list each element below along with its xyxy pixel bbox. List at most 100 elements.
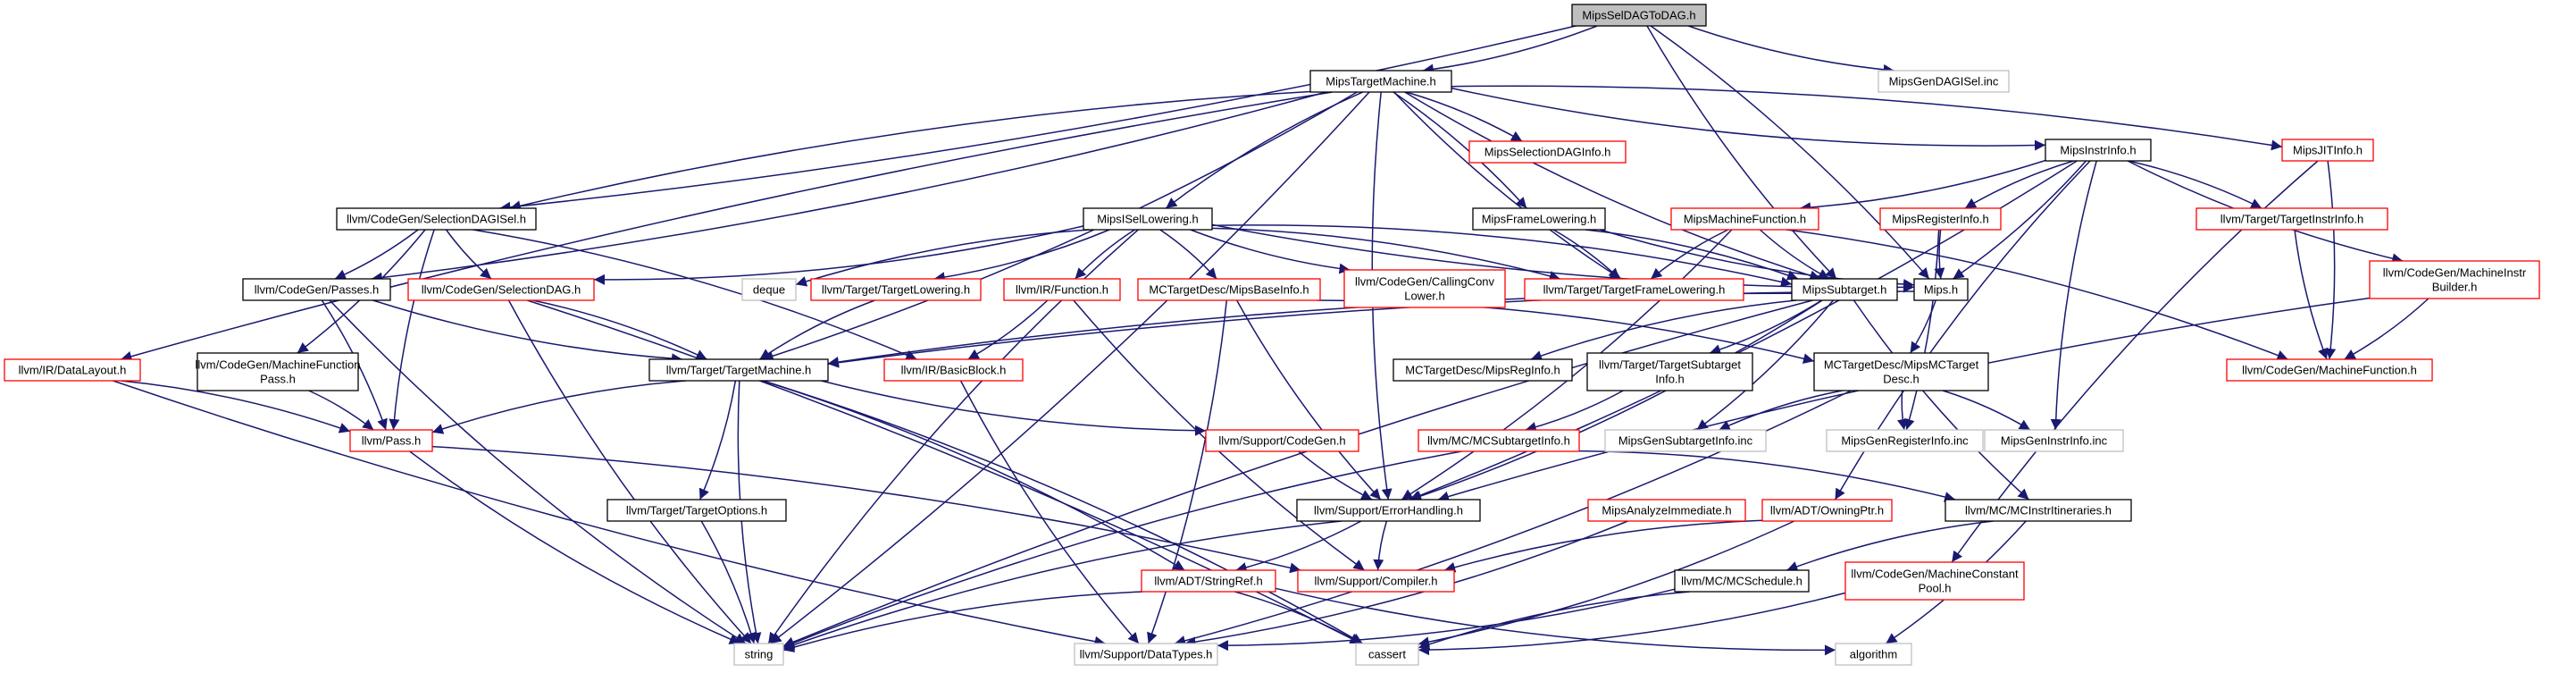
- node-box-func: [1003, 278, 1121, 301]
- node-tl[interactable]: llvm/Target/TargetLowering.h: [810, 278, 982, 301]
- edge-ttm-to-pass: [431, 380, 686, 434]
- node-label-passes-0: llvm/CodeGen/Passes.h: [255, 283, 379, 297]
- node-ttm[interactable]: llvm/Target/TargetMachine.h: [648, 358, 829, 382]
- node-box-mbi: [1137, 278, 1321, 301]
- node-op[interactable]: llvm/ADT/OwningPtr.h: [1761, 499, 1893, 522]
- node-box-cg: [1205, 429, 1359, 452]
- node-tfl[interactable]: llvm/Target/TargetFrameLowering.h: [1524, 278, 1744, 301]
- node-mcii[interactable]: llvm/MC/MCInstrItineraries.h: [1945, 499, 2132, 522]
- node-box-ccl: [1343, 269, 1506, 308]
- node-mgdis[interactable]: MipsGenDAGISel.inc: [1878, 70, 2010, 93]
- edge-mtm-to-mfl: [1393, 91, 1527, 209]
- edge-mtm-to-ms: [1404, 91, 1821, 282]
- edge-ms-to-string: [782, 299, 1813, 647]
- node-mgii[interactable]: MipsGenInstrInfo.inc: [1984, 429, 2124, 452]
- node-eh[interactable]: llvm/Support/ErrorHandling.h: [1296, 499, 1481, 522]
- node-label-mib-0: llvm/CodeGen/MachineInstr: [2383, 266, 2527, 280]
- node-sdag[interactable]: llvm/CodeGen/SelectionDAG.h: [407, 278, 595, 301]
- edge-msl-to-deque: [795, 229, 1091, 287]
- node-label-dl-0: llvm/IR/DataLayout.h: [19, 364, 127, 377]
- node-string[interactable]: string: [733, 643, 784, 666]
- node-passes[interactable]: llvm/CodeGen/Passes.h: [242, 278, 391, 301]
- node-label-mgri-0: MipsGenRegisterInfo.inc: [1841, 434, 1969, 448]
- node-box-mcii: [1945, 499, 2132, 522]
- node-tii[interactable]: llvm/Target/TargetInstrInfo.h: [2195, 207, 2388, 231]
- node-box-mreg: [1393, 358, 1573, 382]
- node-label-tfl-0: llvm/Target/TargetFrameLowering.h: [1543, 283, 1726, 297]
- node-label-mmctd-1: Desc.h: [1883, 373, 1919, 386]
- node-mfl[interactable]: MipsFrameLowering.h: [1472, 207, 1606, 231]
- node-dt[interactable]: llvm/Support/DataTypes.h: [1074, 643, 1218, 666]
- node-bb[interactable]: llvm/IR/BasicBlock.h: [883, 358, 1024, 382]
- node-box-msl: [1083, 207, 1213, 231]
- node-to[interactable]: llvm/Target/TargetOptions.h: [606, 499, 787, 522]
- node-label-mcp-0: llvm/CodeGen/MachineConstant: [1851, 568, 2019, 581]
- edge-sdis-to-bb: [473, 229, 917, 360]
- node-label-mai-0: MipsAnalyzeImmediate.h: [1602, 504, 1731, 517]
- edge-eh-to-sr: [1235, 520, 1362, 573]
- node-pass[interactable]: llvm/Pass.h: [349, 429, 433, 452]
- edge-cg-to-eh: [1298, 450, 1373, 501]
- node-box-op: [1761, 499, 1893, 522]
- node-sr[interactable]: llvm/ADT/StringRef.h: [1141, 569, 1276, 593]
- node-deque[interactable]: deque: [741, 278, 797, 301]
- node-label-mjit-0: MipsJITInfo.h: [2293, 144, 2363, 157]
- node-cassert[interactable]: cassert: [1355, 643, 1419, 666]
- node-ms[interactable]: MipsSubtarget.h: [1791, 278, 1898, 301]
- node-mtm[interactable]: MipsTargetMachine.h: [1309, 70, 1452, 93]
- node-comp[interactable]: llvm/Support/Compiler.h: [1297, 569, 1455, 593]
- node-label-tl-0: llvm/Target/TargetLowering.h: [822, 283, 970, 297]
- edge-mbi-to-dt: [1147, 299, 1228, 644]
- node-mri[interactable]: MipsRegisterInfo.h: [1879, 207, 2002, 231]
- node-mips[interactable]: Mips.h: [1913, 278, 1969, 301]
- node-label-deque-0: deque: [753, 283, 785, 297]
- node-mmf[interactable]: MipsMachineFunction.h: [1670, 207, 1819, 231]
- node-box-mii: [2045, 139, 2152, 162]
- node-box-sdis: [336, 207, 537, 231]
- node-label-mtm-0: MipsTargetMachine.h: [1326, 75, 1436, 88]
- edge-mtm-to-msdi: [1406, 91, 1523, 142]
- edge-msl-to-tl: [933, 229, 1110, 283]
- node-box-to: [606, 499, 787, 522]
- node-mcsti[interactable]: llvm/MC/MCSubtargetInfo.h: [1418, 429, 1580, 452]
- edge-ms-to-mreg: [1530, 299, 1797, 361]
- node-dl[interactable]: llvm/IR/DataLayout.h: [4, 358, 141, 382]
- node-box-tfl: [1524, 278, 1744, 301]
- node-mjit[interactable]: MipsJITInfo.h: [2281, 139, 2374, 162]
- node-mreg[interactable]: MCTargetDesc/MipsRegInfo.h: [1393, 358, 1573, 382]
- node-label-mf-0: llvm/CodeGen/MachineFunction.h: [2242, 364, 2417, 377]
- node-msdi[interactable]: MipsSelectionDAGInfo.h: [1468, 140, 1627, 164]
- node-mbi[interactable]: MCTargetDesc/MipsBaseInfo.h: [1137, 278, 1321, 301]
- edge-ttm-to-cassert: [763, 380, 1363, 644]
- edge-root-to-ms: [1646, 25, 1837, 280]
- node-msl[interactable]: MipsISelLowering.h: [1083, 207, 1213, 231]
- node-label-ttm-0: llvm/Target/TargetMachine.h: [666, 364, 812, 377]
- edge-ms-to-mgsi: [1696, 299, 1834, 431]
- edge-tii-to-mf: [2294, 229, 2329, 360]
- node-root[interactable]: MipsSelDAGToDAG.h: [1571, 4, 1707, 27]
- node-mai[interactable]: MipsAnalyzeImmediate.h: [1587, 499, 1746, 522]
- node-mf[interactable]: llvm/CodeGen/MachineFunction.h: [2226, 358, 2433, 382]
- node-label-string-0: string: [745, 648, 774, 661]
- node-mii[interactable]: MipsInstrInfo.h: [2045, 139, 2152, 162]
- node-func[interactable]: llvm/IR/Function.h: [1003, 278, 1121, 301]
- node-label-eh-0: llvm/Support/ErrorHandling.h: [1314, 504, 1463, 517]
- edge-eh-to-string: [782, 520, 1342, 651]
- node-sdis[interactable]: llvm/CodeGen/SelectionDAGISel.h: [336, 207, 537, 231]
- node-mgsi[interactable]: MipsGenSubtargetInfo.inc: [1604, 429, 1767, 452]
- edge-mii-to-mips: [1953, 160, 2087, 280]
- node-mgri[interactable]: MipsGenRegisterInfo.inc: [1826, 429, 1984, 452]
- node-label-dt-0: llvm/Support/DataTypes.h: [1080, 648, 1213, 661]
- node-box-passes: [242, 278, 391, 301]
- edge-mbi-to-eh: [1236, 299, 1382, 501]
- node-mcs[interactable]: llvm/MC/MCSchedule.h: [1674, 569, 1810, 593]
- node-cg[interactable]: llvm/Support/CodeGen.h: [1205, 429, 1359, 452]
- node-algo[interactable]: algorithm: [1835, 643, 1912, 666]
- node-box-mgri: [1826, 429, 1984, 452]
